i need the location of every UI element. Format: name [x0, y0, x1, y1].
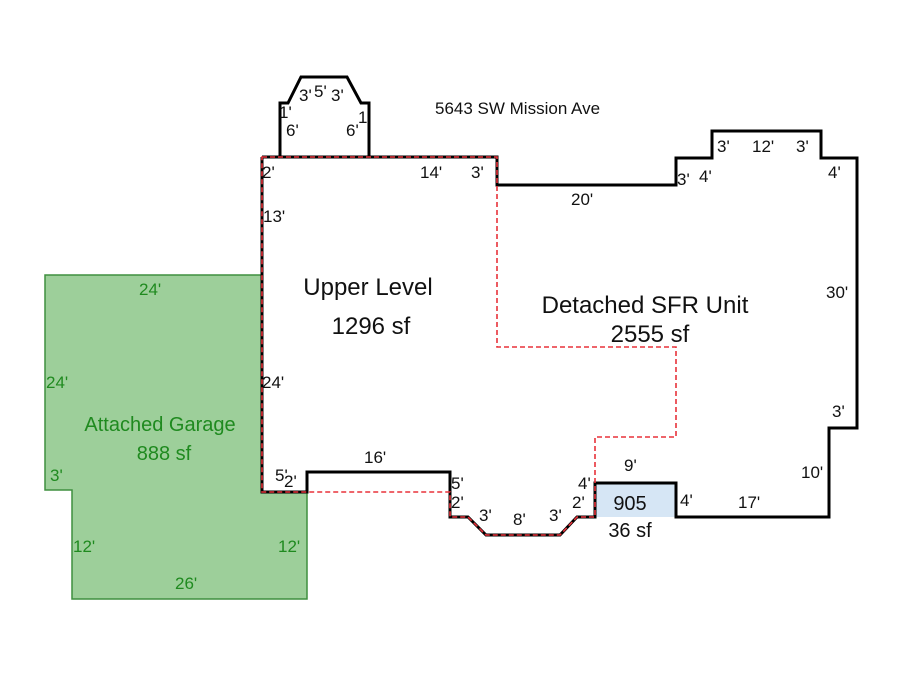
dim: 13'	[263, 207, 285, 226]
dim: 6'	[286, 121, 299, 140]
dim: 24'	[262, 373, 284, 392]
dim: 3'	[331, 86, 344, 105]
dim: 1	[358, 108, 367, 127]
front-bump-outline	[278, 75, 371, 157]
dim: 5'	[314, 82, 327, 101]
dim: 30'	[826, 283, 848, 302]
detached-sfr-label: Detached SFR Unit	[542, 292, 749, 319]
detached-sfr-size: 2555 sf	[611, 321, 690, 348]
dim: 10'	[801, 463, 823, 482]
building-outline	[260, 129, 859, 537]
upper-level-size: 1296 sf	[332, 313, 411, 340]
dim: 1'	[279, 103, 292, 122]
dim: 3'	[479, 506, 492, 525]
dim: 3'	[50, 466, 63, 485]
dim: 2'	[451, 493, 464, 512]
garage-size: 888 sf	[137, 443, 192, 465]
small-area-905	[595, 483, 676, 517]
dim: 3'	[832, 402, 845, 421]
upper-level-label: Upper Level	[303, 274, 432, 301]
small-area-size: 36 sf	[608, 520, 652, 542]
dimension-labels: 1' 3' 5' 3' 1 6' 6' 2' 14' 3' 13' 20' 3'…	[46, 82, 848, 593]
dim: 24'	[46, 373, 68, 392]
dim: 4'	[699, 167, 712, 186]
dim: 16'	[364, 448, 386, 467]
address-label: 5643 SW Mission Ave	[435, 99, 600, 118]
dim: 3'	[677, 170, 690, 189]
dim: 14'	[420, 163, 442, 182]
dim: 3'	[796, 137, 809, 156]
dim: 5'	[451, 474, 464, 493]
dim: 6'	[346, 121, 359, 140]
dim: 3'	[549, 506, 562, 525]
dim: 9'	[624, 456, 637, 475]
dim: 12'	[752, 137, 774, 156]
dim: 2'	[284, 472, 297, 491]
dim: 8'	[513, 510, 526, 529]
dim: 5'	[275, 466, 288, 485]
upper-level-outline	[261, 156, 677, 536]
dim: 26'	[175, 574, 197, 593]
dim: 12'	[278, 537, 300, 556]
garage-label: Attached Garage	[84, 414, 235, 436]
dim: 4'	[578, 474, 591, 493]
dim: 3'	[717, 137, 730, 156]
dim: 4'	[828, 163, 841, 182]
dim: 2'	[262, 163, 275, 182]
dim: 3'	[299, 86, 312, 105]
dim: 17'	[738, 493, 760, 512]
dim: 2'	[572, 493, 585, 512]
dim: 3'	[471, 163, 484, 182]
dim: 20'	[571, 190, 593, 209]
dim: 12'	[73, 537, 95, 556]
small-area-label: 905	[613, 493, 646, 515]
dim: 24'	[139, 280, 161, 299]
dim: 4'	[680, 491, 693, 510]
